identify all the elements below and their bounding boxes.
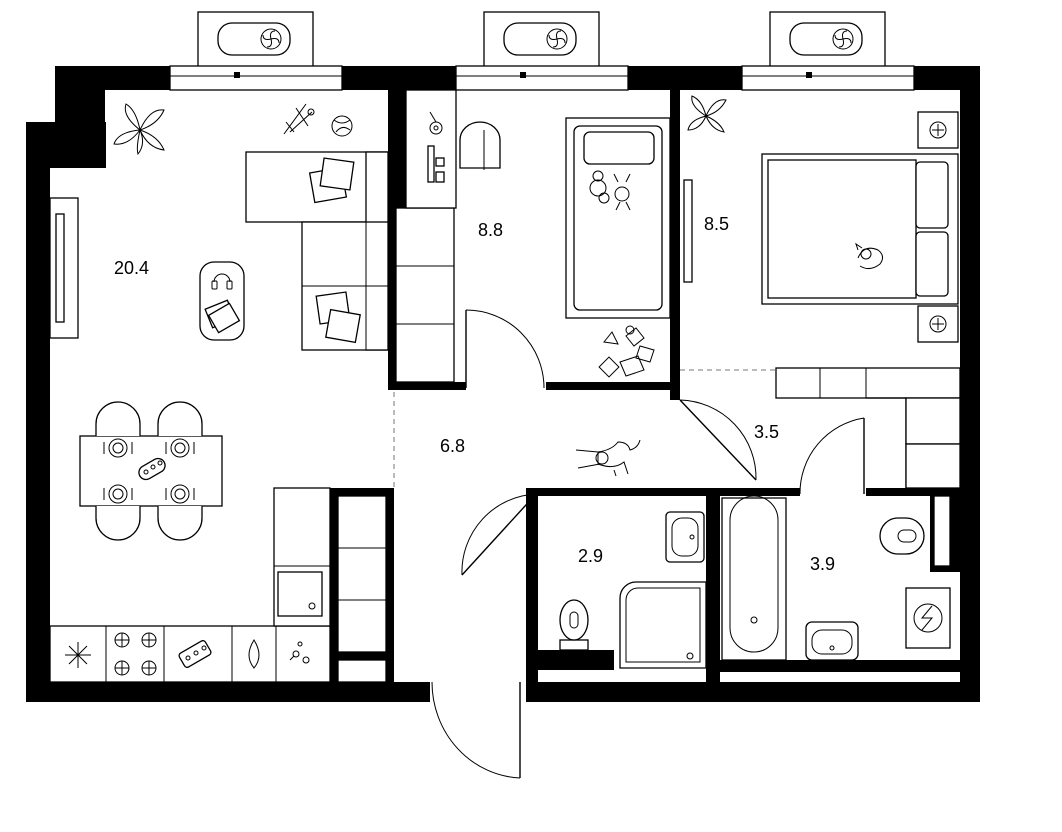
washing-machine-icon — [277, 571, 323, 617]
bath-sink — [805, 621, 859, 661]
toy-plane-icon — [283, 103, 315, 135]
drop-icon — [248, 639, 260, 669]
faucet-icon — [178, 640, 212, 668]
main-bedroom-furniture — [683, 95, 959, 343]
headphones-icon — [211, 273, 233, 290]
windows — [169, 65, 915, 91]
child-bedroom-furniture — [395, 89, 671, 383]
door-child-bedroom — [465, 309, 545, 389]
mirror — [683, 179, 693, 283]
tv — [55, 213, 65, 323]
bowl-icon — [138, 457, 166, 481]
bathtub — [721, 495, 787, 661]
snowflake-icon — [65, 642, 91, 668]
door-entrance — [431, 681, 521, 779]
area-label-bathroom: 3.9 — [810, 554, 835, 574]
area-label-child-bedroom: 8.8 — [478, 220, 503, 240]
ball-icon — [331, 115, 353, 137]
plant-icon — [113, 103, 165, 156]
office-chair-icon — [459, 121, 501, 170]
hall-wardrobe — [337, 495, 387, 683]
kitchen-counter — [49, 625, 331, 683]
area-label-hall: 6.8 — [440, 436, 465, 456]
area-labels: 20.4 8.8 8.5 6.8 3.5 2.9 3.9 — [114, 214, 835, 574]
lamp-icon — [929, 315, 947, 333]
living-furniture — [49, 103, 389, 683]
dog-icon — [575, 439, 641, 477]
door-wc — [461, 493, 537, 576]
plates — [103, 438, 195, 504]
openings — [393, 369, 776, 490]
wc-furniture — [559, 511, 707, 669]
stove-burner-icon — [114, 632, 157, 676]
dining-chairs — [95, 401, 203, 541]
bathroom-furniture — [721, 495, 951, 661]
teddy-toys-icon — [589, 170, 631, 211]
magazine-icon — [204, 299, 241, 334]
ac-fan-icon — [832, 28, 854, 50]
ac-fan-icon — [260, 28, 282, 50]
ac-unit-1 — [197, 11, 314, 68]
wardrobe — [395, 207, 455, 383]
ac-units — [197, 11, 886, 68]
area-label-main-bedroom: 8.5 — [704, 214, 729, 234]
door-bathroom — [799, 417, 865, 495]
area-label-wc: 2.9 — [578, 546, 603, 566]
toilet — [559, 599, 589, 651]
door-corridor — [679, 399, 757, 481]
desk-lamp-icon — [429, 111, 443, 135]
wall-toilet — [879, 517, 925, 555]
ac-unit-2 — [483, 11, 600, 68]
ac-unit-3 — [769, 11, 886, 68]
ac-fan-icon — [546, 28, 568, 50]
doors — [431, 309, 865, 779]
walls — [26, 66, 980, 702]
area-label-corridor: 3.5 — [754, 422, 779, 442]
lamp-icon — [929, 121, 947, 139]
sink — [665, 511, 705, 563]
shower — [619, 581, 707, 669]
kitchen — [49, 487, 331, 683]
cat-icon — [855, 242, 884, 270]
plant-icon — [687, 95, 727, 133]
corridor-wardrobe — [775, 367, 961, 489]
lamp-icon — [289, 641, 310, 664]
electric-panel-icon — [905, 587, 951, 649]
toy-blocks-icon — [598, 325, 655, 378]
area-label-living: 20.4 — [114, 258, 149, 278]
